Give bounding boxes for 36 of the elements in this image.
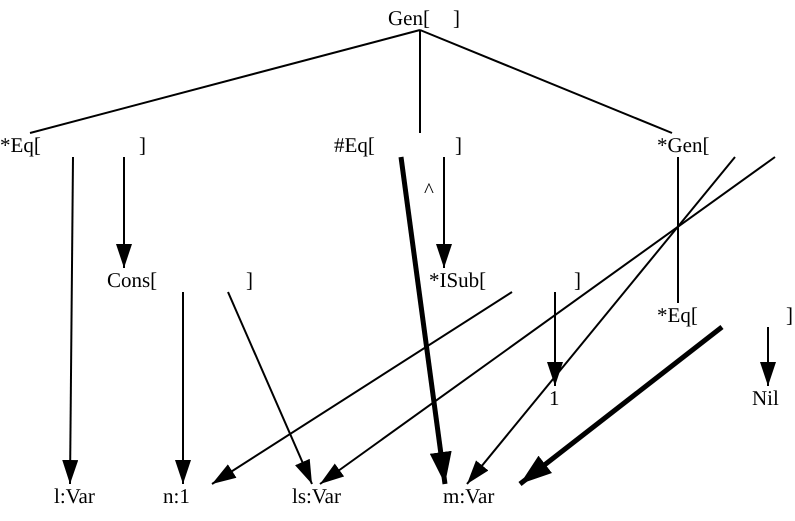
arrow bbox=[436, 157, 452, 268]
tree-line bbox=[30, 29, 420, 134]
term-label: *Gen[ bbox=[657, 133, 710, 157]
caret-mark: ^ bbox=[424, 178, 434, 202]
term-label: ] bbox=[574, 268, 581, 292]
term-label: n:1 bbox=[163, 484, 190, 508]
arrow bbox=[518, 325, 724, 486]
arrow bbox=[62, 157, 78, 484]
arrow bbox=[547, 292, 563, 386]
arrow bbox=[211, 291, 513, 485]
term-label: *ISub[ bbox=[429, 268, 486, 292]
term-label: l:Var bbox=[54, 484, 95, 508]
term-label: Cons[ bbox=[107, 268, 158, 292]
term-label: ] bbox=[455, 133, 462, 157]
term-label: ] bbox=[246, 268, 253, 292]
term-label: ] bbox=[453, 6, 460, 30]
tree-line bbox=[677, 157, 679, 303]
arrow bbox=[116, 157, 132, 268]
term-label: *Eq[ bbox=[657, 303, 698, 327]
arrow bbox=[466, 156, 736, 485]
term-label: ] bbox=[786, 303, 793, 327]
term-label: Nil bbox=[752, 386, 779, 410]
term-label: *Eq[ bbox=[0, 133, 41, 157]
term-label: #Eq[ bbox=[334, 133, 375, 157]
arrow bbox=[319, 156, 776, 485]
term-label: Gen[ bbox=[388, 6, 430, 30]
tree-line bbox=[419, 30, 421, 133]
term-label: m:Var bbox=[443, 484, 494, 508]
term-label: 1 bbox=[549, 386, 560, 410]
tree-line bbox=[420, 29, 672, 134]
arrow bbox=[175, 292, 191, 484]
term-label: ls:Var bbox=[292, 484, 341, 508]
term-label: ] bbox=[139, 133, 146, 157]
arrow bbox=[227, 292, 313, 484]
arrow bbox=[760, 327, 776, 386]
arrow bbox=[398, 156, 452, 484]
